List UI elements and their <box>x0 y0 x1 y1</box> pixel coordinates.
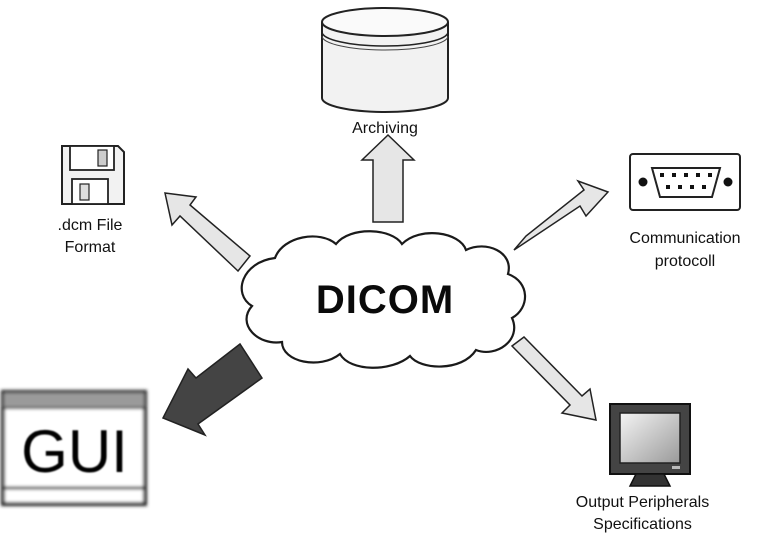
gui-label: GUI <box>21 418 128 485</box>
communication-label-line2: protocoll <box>654 253 716 270</box>
archiving-label: Archiving <box>352 120 418 137</box>
floppy-disk-icon <box>61 145 125 205</box>
output-label-line2: Specifications <box>593 516 692 533</box>
database-icon <box>321 7 449 113</box>
dicom-label: DICOM <box>315 278 455 322</box>
arrow-to-archiving <box>360 133 416 223</box>
arrow-to-output <box>510 336 597 421</box>
arrow-to-gui <box>161 342 264 437</box>
serial-port-icon <box>629 153 741 211</box>
file-format-label-line2: Format <box>64 239 116 256</box>
window-icon <box>1 390 147 506</box>
arrow-to-file-format <box>164 192 252 273</box>
arrow-to-communication <box>513 179 610 251</box>
monitor-icon <box>609 403 691 487</box>
communication-label-line1: Communication <box>629 230 741 247</box>
dicom-cloud <box>240 230 527 369</box>
output-label-line1: Output Peripherals <box>575 494 710 511</box>
file-format-label-line1: .dcm File <box>57 217 123 234</box>
